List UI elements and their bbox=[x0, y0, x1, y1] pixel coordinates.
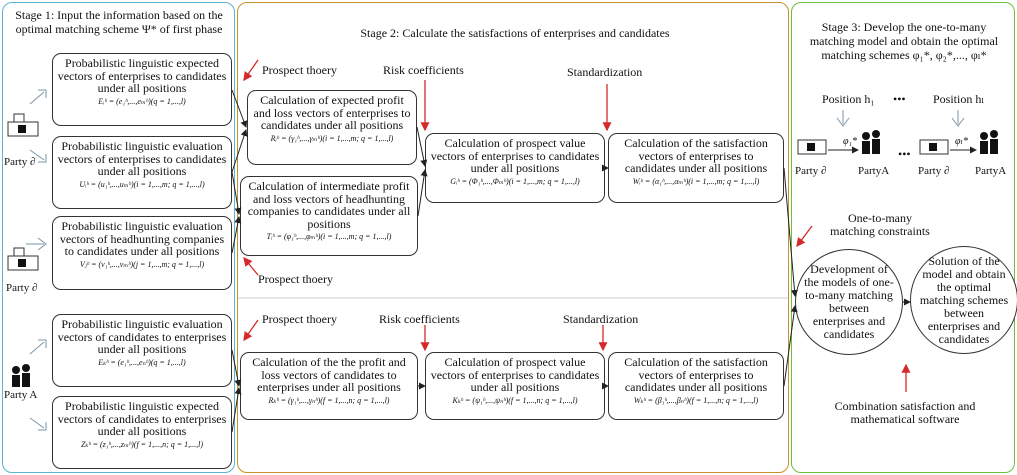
solution-model-circle: Solution of the model and obtain the opt… bbox=[910, 246, 1017, 354]
box-formula: Eᵢʰ = (e₁ʰ,...,eₘʰ)(q = 1,...,l) bbox=[98, 96, 186, 106]
stage3-party-d-2: Party ∂ bbox=[918, 165, 950, 177]
phil-label: φₗ* bbox=[955, 136, 968, 147]
candidates-icon bbox=[12, 364, 30, 387]
prospect-theory-label-top: Prospect thoery bbox=[262, 63, 337, 77]
stage3-party-d-1: Party ∂ bbox=[795, 165, 827, 177]
matching-constraints-label: One-to-many matching constraints bbox=[830, 211, 930, 238]
expected-profit-loss-box: Calculation of expected profit and loss … bbox=[247, 90, 417, 165]
stage1-to-stage2-arrows bbox=[231, 89, 911, 433]
position-h1-label: Position h₁ bbox=[822, 92, 875, 106]
stage3-candidates-icon-1 bbox=[862, 130, 880, 154]
stage3-enterprise-icon-1 bbox=[797, 139, 827, 155]
candidate-expected-vectors-box: Probabilistic linguistic expected vector… bbox=[52, 396, 232, 469]
software-label: Combination satisfaction and mathematica… bbox=[834, 399, 976, 426]
box-formula: Vⱼʰ = (v₁ʰ,...,vₘʰ)(j = 1,...,m; q = 1,.… bbox=[79, 259, 205, 269]
stage1-title: Stage 1: Input the information based on … bbox=[15, 8, 223, 36]
stage2-title: Stage 2: Calculate the satisfactions of … bbox=[360, 26, 670, 40]
box-formula: Rₖʰ = (γ₁ʰ,...,γₙʰ)(f = 1,...,n; q = 1,.… bbox=[268, 395, 390, 405]
box-label: Calculation of intermediate profit and l… bbox=[247, 179, 411, 231]
position-hl-label: Position hₗ bbox=[933, 92, 985, 106]
mid-ellipsis: ••• bbox=[898, 147, 911, 161]
risk-coefficients-label-bottom: Risk coefficients bbox=[379, 312, 460, 326]
box-formula: Wᵢʰ = (α₁ʰ,...,αₘʰ)(i = 1,...,m; q = 1,.… bbox=[632, 176, 760, 186]
stage3-candidates-icon-2 bbox=[980, 130, 998, 154]
standardization-label-top: Standardization bbox=[567, 65, 643, 79]
satisfaction-candidates-box: Calculation of the satisfaction vectors … bbox=[608, 352, 784, 420]
box-label: Calculation of the satisfaction vectors … bbox=[624, 355, 768, 394]
box-formula: Zₖʰ = (z₁ʰ,...,zₘʰ)(f = 1,...,n; q = 1,.… bbox=[80, 439, 204, 449]
box-formula: Gᵢʰ = (Φ₁ʰ,...,Φₘʰ)(i = 1,...,m; q = 1,.… bbox=[450, 176, 580, 186]
risk-coefficients-label-top: Risk coefficients bbox=[383, 63, 464, 77]
box-label: Probabilistic linguistic expected vector… bbox=[57, 399, 227, 438]
stage2-panel bbox=[237, 2, 789, 473]
stage3-party-a-2: PartyA bbox=[975, 165, 1007, 177]
satisfaction-enterprises-box: Calculation of the satisfaction vectors … bbox=[608, 133, 784, 203]
box-formula: Wₖʰ = (β₁ʰ,...,βₙʰ)(f = 1,...,n; q = 1,.… bbox=[633, 395, 759, 405]
solution-model-text: Solution of the model and obtain the opt… bbox=[919, 253, 1009, 346]
party-d-label-2: Party ∂ bbox=[6, 282, 38, 294]
hollow-arrows bbox=[26, 89, 47, 431]
party-d-label-1: Party ∂ bbox=[4, 156, 36, 168]
stage3-panel bbox=[791, 2, 1015, 473]
phi1-label: φ₁* bbox=[843, 136, 858, 147]
box-formula: Tᵢʰ = (φ₁ʰ,...,φₘʰ)(i = 1,...,m; q = 1,.… bbox=[266, 232, 392, 241]
box-label: Probabilistic linguistic evaluation vect… bbox=[57, 139, 227, 178]
box-label: Probabilistic linguistic expected vector… bbox=[57, 56, 227, 95]
box-formula: Eₖʰ = (e₁ʰ,...,eₙʰ)(q = 1,...,l) bbox=[98, 357, 186, 367]
enterprise-evaluation-vectors-box: Probabilistic linguistic evaluation vect… bbox=[52, 136, 232, 209]
develop-models-circle: Development of the models of one-to-many… bbox=[795, 249, 903, 355]
box-label: Calculation of prospect value vectors of… bbox=[430, 136, 600, 175]
box-label: Calculation of expected profit and loss … bbox=[253, 93, 411, 132]
box-label: Probabilistic linguistic evaluation vect… bbox=[57, 317, 227, 356]
box-label: Probabilistic linguistic evaluation vect… bbox=[59, 219, 225, 258]
standardization-label-bottom: Standardization bbox=[563, 312, 639, 326]
prospect-theory-label-mid: Prospect thoery bbox=[258, 272, 333, 286]
enterprise-expected-vectors-box: Probabilistic linguistic expected vector… bbox=[52, 53, 232, 126]
develop-models-text: Development of the models of one-to-many… bbox=[804, 262, 894, 341]
party-a-label: Party A bbox=[4, 389, 38, 401]
stage3-title: Stage 3: Develop the one-to-many matchin… bbox=[809, 20, 999, 62]
stage1-panel bbox=[2, 2, 235, 473]
box-formula: Rᵢʰ = (γ₁ʰ,...,γₘʰ)(i = 1,...,m; q = 1,.… bbox=[270, 133, 394, 143]
box-formula: Uᵢʰ = (u₁ʰ,...,uₘʰ)(i = 1,...,m; q = 1,.… bbox=[79, 179, 205, 189]
headhunting-evaluation-vectors-box: Probabilistic linguistic evaluation vect… bbox=[52, 216, 232, 290]
intermediate-profit-loss-box: Calculation of intermediate profit and l… bbox=[240, 176, 418, 256]
box-label: Calculation of the the profit and loss v… bbox=[252, 355, 406, 394]
stage3-enterprise-icon-2 bbox=[919, 139, 949, 155]
enterprise-icon-1 bbox=[7, 113, 39, 137]
box-label: Calculation of the satisfaction vectors … bbox=[624, 136, 768, 175]
position-ellipsis: ••• bbox=[893, 92, 906, 106]
red-arrows bbox=[243, 59, 911, 392]
stage3-party-a-1: PartyA bbox=[858, 165, 890, 177]
candidate-evaluation-vectors-box: Probabilistic linguistic evaluation vect… bbox=[52, 314, 232, 387]
box-formula: Kₖʰ = (ψ₁ʰ,...,ψₙʰ)(f = 1,...,n; q = 1,.… bbox=[452, 395, 578, 405]
prospect-theory-label-bottom: Prospect thoery bbox=[262, 312, 337, 326]
prospect-value-enterprises-box: Calculation of prospect value vectors of… bbox=[425, 133, 605, 203]
enterprise-icon-2 bbox=[7, 247, 39, 271]
box-label: Calculation of prospect value vectors of… bbox=[430, 355, 600, 394]
position-arrows bbox=[836, 110, 965, 127]
